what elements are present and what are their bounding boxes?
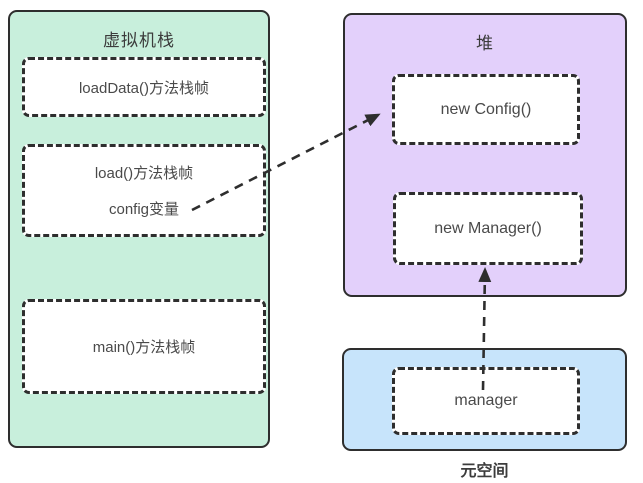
config-variable-label: config变量 [108, 201, 180, 218]
stack-frame-load: load()方法栈帧 config变量 [22, 144, 266, 237]
heap-object-new-manager-label: new Manager() [434, 219, 542, 237]
metaspace-item-manager: manager [392, 367, 580, 435]
heap-container: 堆 new Config() new Manager() [343, 13, 627, 297]
heap-object-new-manager: new Manager() [393, 192, 583, 265]
metaspace-container: manager [342, 348, 627, 451]
stack-frame-main-label: main()方法栈帧 [92, 339, 196, 356]
metaspace-item-manager-label: manager [454, 392, 518, 409]
heap-object-new-config-label: new Config() [440, 100, 532, 118]
stack-frame-loaddata: loadData()方法栈帧 [22, 57, 266, 117]
heap-title: 堆 [476, 34, 494, 53]
stack-frame-main: main()方法栈帧 [22, 299, 266, 394]
stack-frame-load-label: load()方法栈帧 [94, 165, 194, 182]
stack-frame-loaddata-label: loadData()方法栈帧 [78, 79, 210, 97]
heap-object-new-config: new Config() [392, 74, 580, 145]
metaspace-label: 元空间 [460, 463, 509, 480]
vm-stack-container: 虚拟机栈 loadData()方法栈帧 load()方法栈帧 config变量 … [8, 10, 270, 448]
vm-stack-title: 虚拟机栈 [103, 31, 175, 50]
